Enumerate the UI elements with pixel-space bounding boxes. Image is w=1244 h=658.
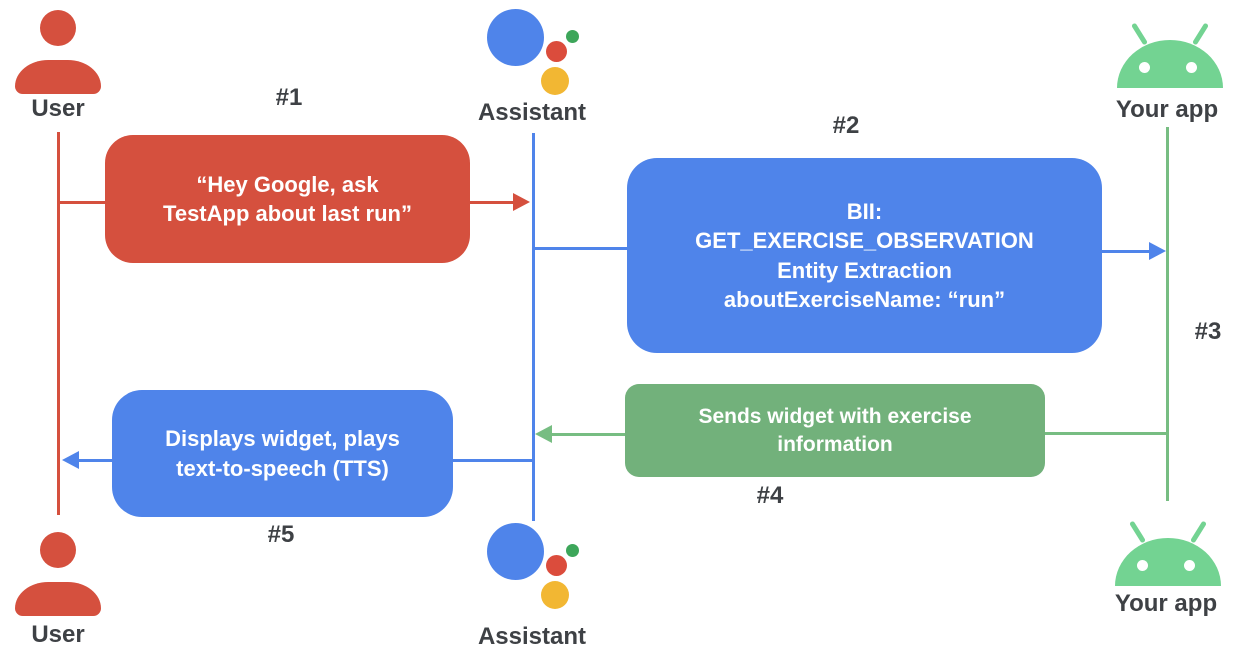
step-4-label: #4	[756, 482, 784, 509]
android-icon	[1190, 520, 1207, 544]
android-icon	[1186, 62, 1197, 73]
android-icon	[1131, 22, 1148, 46]
message-box-bii: BII: GET_EXERCISE_OBSERVATION Entity Ext…	[627, 158, 1102, 353]
assistant-label: Assistant	[477, 623, 587, 650]
assistant-icon	[546, 41, 567, 62]
assistant-icon	[546, 555, 567, 576]
android-icon	[1192, 22, 1209, 46]
user-icon	[15, 60, 101, 94]
connector-line	[1045, 432, 1166, 435]
user-icon	[15, 582, 101, 616]
assistant-lifeline	[532, 133, 535, 521]
connector-line	[551, 433, 625, 436]
android-icon	[1115, 538, 1221, 586]
assistant-label: Assistant	[477, 99, 587, 126]
android-icon	[1117, 40, 1223, 88]
app-lifeline	[1166, 127, 1169, 501]
user-label: User	[31, 621, 85, 648]
assistant-icon	[541, 67, 569, 95]
connector-line	[470, 201, 515, 204]
app-label: Your app	[1114, 590, 1218, 617]
step-1-label: #1	[275, 84, 303, 111]
assistant-icon	[566, 544, 579, 557]
message-box-tts: Displays widget, plays text-to-speech (T…	[112, 390, 453, 517]
user-label: User	[31, 95, 85, 122]
arrow-right-icon	[1149, 242, 1166, 260]
connector-line	[1102, 250, 1150, 253]
message-box-widget: Sends widget with exercise information	[625, 384, 1045, 477]
arrow-left-icon	[535, 425, 552, 443]
step-5-label: #5	[267, 521, 295, 548]
assistant-icon	[487, 9, 544, 66]
user-icon	[40, 532, 76, 568]
connector-line	[58, 201, 105, 204]
step-3-label: #3	[1194, 318, 1222, 345]
android-icon	[1137, 560, 1148, 571]
assistant-icon	[566, 30, 579, 43]
step-2-label: #2	[832, 112, 860, 139]
assistant-icon	[541, 581, 569, 609]
android-icon	[1184, 560, 1195, 571]
connector-line	[79, 459, 112, 462]
android-icon	[1129, 520, 1146, 544]
arrow-right-icon	[513, 193, 530, 211]
connector-line	[453, 459, 533, 462]
connector-line	[533, 247, 627, 250]
android-icon	[1139, 62, 1150, 73]
arrow-left-icon	[62, 451, 79, 469]
assistant-icon	[487, 523, 544, 580]
user-lifeline	[57, 132, 60, 515]
user-icon	[40, 10, 76, 46]
message-box-query: “Hey Google, ask TestApp about last run”	[105, 135, 470, 263]
app-label: Your app	[1115, 96, 1219, 123]
